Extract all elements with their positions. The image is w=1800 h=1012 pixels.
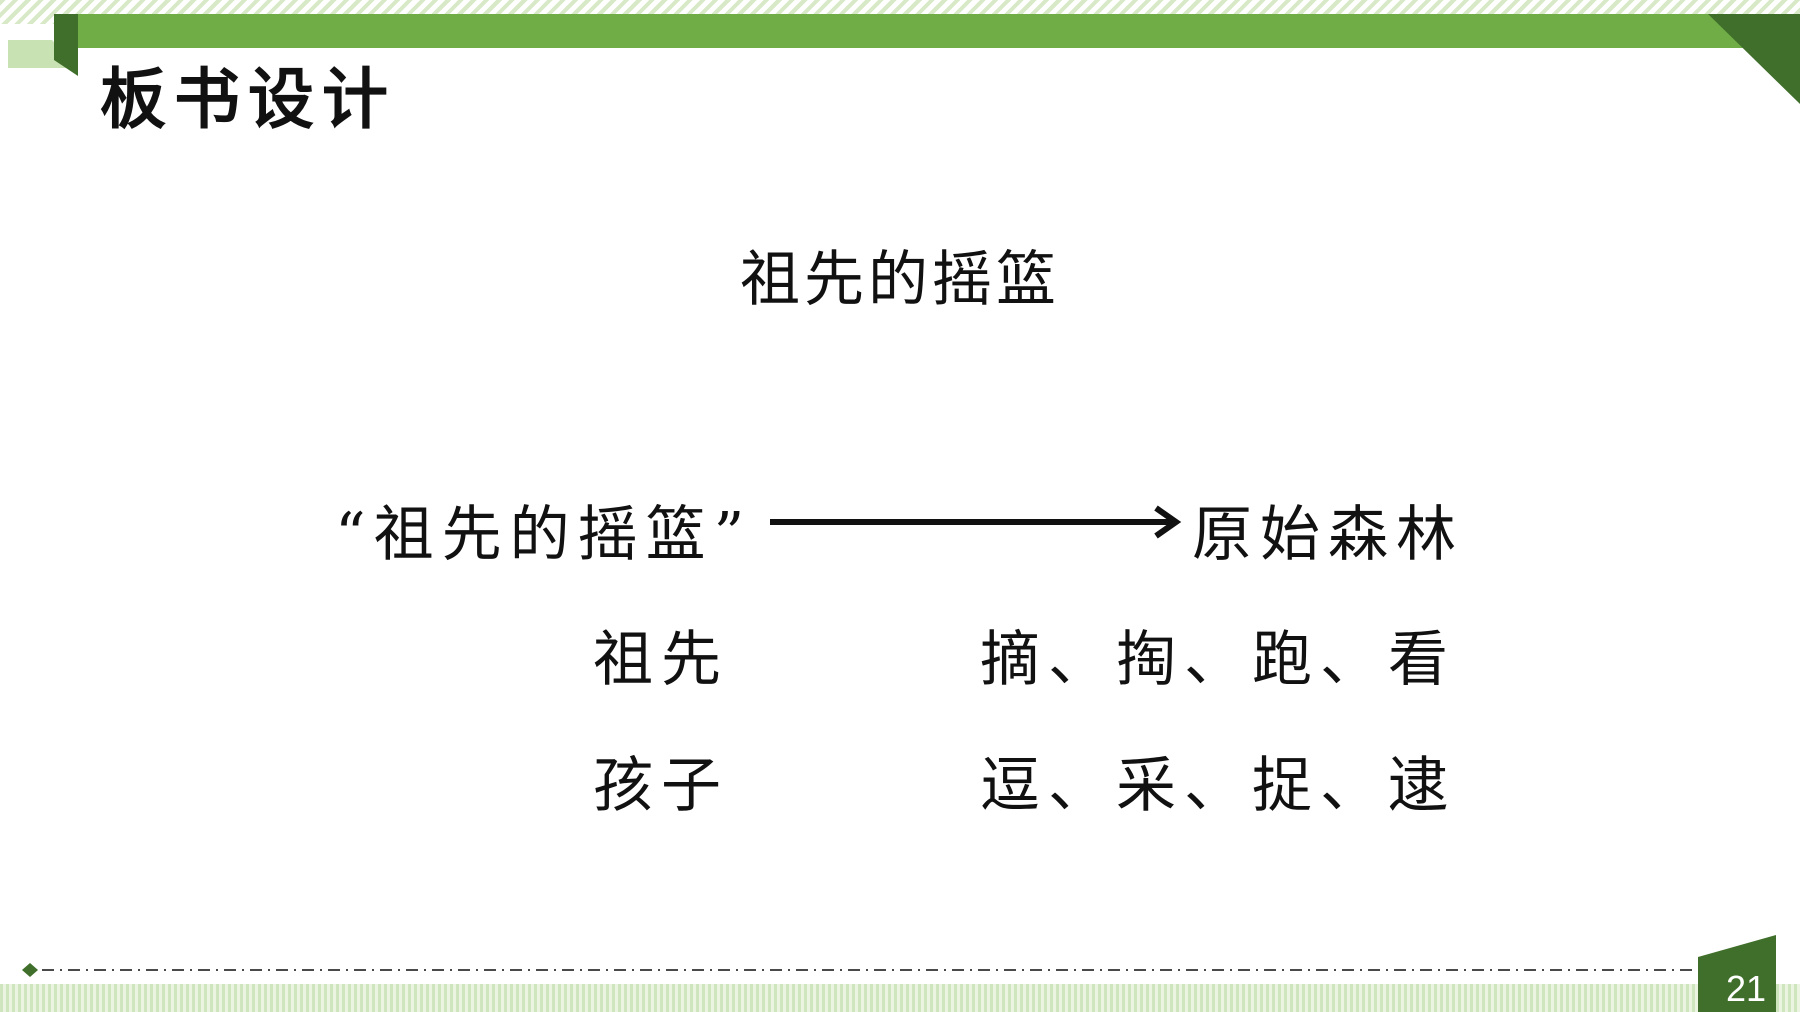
slide-title: 板书设计 — [100, 61, 396, 138]
ribbon-dark-fold — [54, 14, 78, 76]
left-row-1-label: 祖先 — [593, 625, 729, 695]
bottom-decorative-band — [0, 984, 1800, 1012]
right-arrow-icon — [770, 505, 1182, 539]
right-row-2-verbs: 逗、采、捉、逮 — [980, 751, 1456, 821]
bottom-dash-dot-divider — [22, 963, 1700, 977]
top-green-banner — [58, 14, 1800, 48]
page-number: 21 — [1725, 968, 1767, 1009]
page-number-tab — [1698, 935, 1776, 1012]
right-row-1-verbs: 摘、掏、跑、看 — [980, 625, 1456, 695]
corner-dark-triangle — [1708, 14, 1800, 104]
top-right-corner-fold — [1708, 14, 1800, 104]
divider-diamond-icon — [22, 963, 38, 977]
page-tab-shape — [1698, 935, 1776, 1012]
primeval-forest-label: 原始森林 — [1192, 500, 1464, 570]
quoted-lesson-title: “祖先的摇篮” — [335, 500, 753, 570]
top-left-ribbon-fold — [8, 14, 78, 76]
left-row-2-label: 孩子 — [593, 751, 729, 821]
lesson-title: 祖先的摇篮 — [740, 245, 1060, 315]
arrow-head — [1154, 505, 1182, 539]
